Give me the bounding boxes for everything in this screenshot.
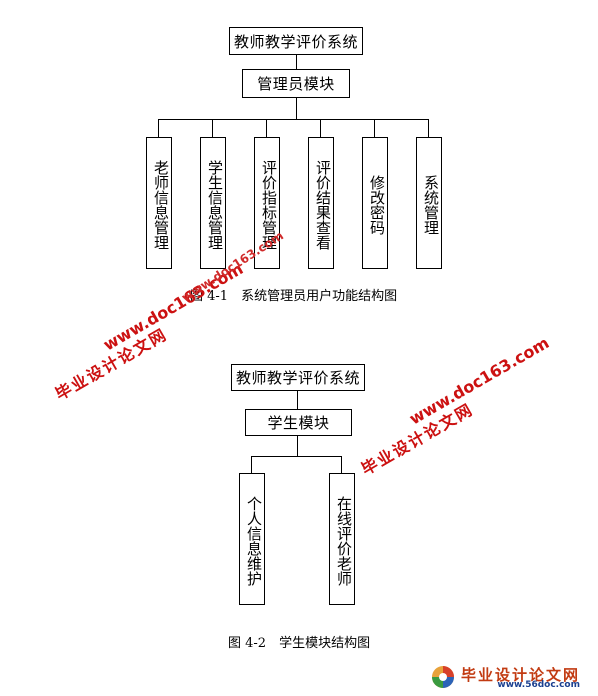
child-node-result-view: 评价结果查看 xyxy=(308,137,334,269)
child-node-online-evaluation: 在线评价老师 xyxy=(329,473,355,605)
figure-caption-1: 图 4-1 系统管理员用户功能结构图 xyxy=(190,289,398,304)
site-logo: 毕业设计论文网 www.56doc.com xyxy=(430,664,590,690)
figure-caption-2: 图 4-2 学生模块结构图 xyxy=(228,636,371,651)
swirl-logo-icon xyxy=(432,666,454,688)
admin-module-node: 管理员模块 xyxy=(242,69,350,98)
child-node-change-password: 修改密码 xyxy=(362,137,388,269)
child-node-indicator-mgmt: 评价指标管理 xyxy=(254,137,280,269)
child-node-teacher-info: 老师信息管理 xyxy=(146,137,172,269)
child-node-system-mgmt: 系统管理 xyxy=(416,137,442,269)
logo-url-text: www.56doc.com xyxy=(497,680,580,690)
root-node-2: 教师教学评价系统 xyxy=(231,364,365,391)
logo-chinese-text: 毕业设计论文网 xyxy=(460,666,580,684)
root-node-1: 教师教学评价系统 xyxy=(229,27,363,55)
child-node-personal-info: 个人信息维护 xyxy=(239,473,265,605)
child-node-student-info: 学生信息管理 xyxy=(200,137,226,269)
student-module-node: 学生模块 xyxy=(245,409,352,436)
